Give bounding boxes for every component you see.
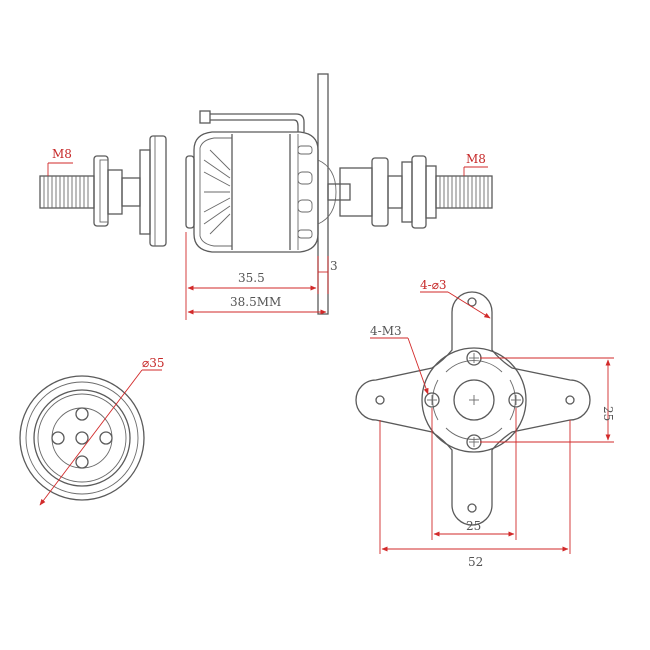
mount-plate-view: 4-⌀3 4-M3 25 25 52	[355, 278, 615, 569]
hole-m3-label: 4-M3	[370, 324, 402, 338]
thread-left-callout: M8	[47, 147, 73, 176]
motor-body	[185, 131, 319, 253]
right-thread-shaft	[435, 175, 493, 209]
thread-right-label: M8	[466, 152, 486, 166]
front-screw-holes	[51, 407, 113, 469]
total-length-label: 38.5MM	[230, 295, 281, 309]
diameter-label: ⌀35	[142, 356, 165, 370]
hole-d3-label: 4-⌀3	[420, 278, 447, 292]
height-25-label: 25	[601, 406, 615, 421]
thread-right-callout: M8	[463, 152, 488, 176]
mount-plate-side	[317, 73, 337, 315]
side-view: M8 M8 35.5 3 38.5MM	[39, 73, 493, 320]
left-prop-adapter	[93, 135, 167, 247]
width-52-label: 52	[468, 555, 483, 569]
body-length-label: 35.5	[238, 271, 265, 285]
rear-shaft	[327, 155, 437, 229]
mount-thickness-label: 3	[330, 259, 338, 273]
lead-wire	[199, 110, 305, 132]
thread-left-label: M8	[52, 147, 72, 161]
width-25-label: 25	[466, 519, 481, 533]
d3-holes	[375, 297, 575, 513]
left-thread-shaft	[39, 175, 95, 209]
length-dimensions: 35.5 3 38.5MM	[185, 232, 338, 320]
front-view: ⌀35	[19, 356, 165, 506]
